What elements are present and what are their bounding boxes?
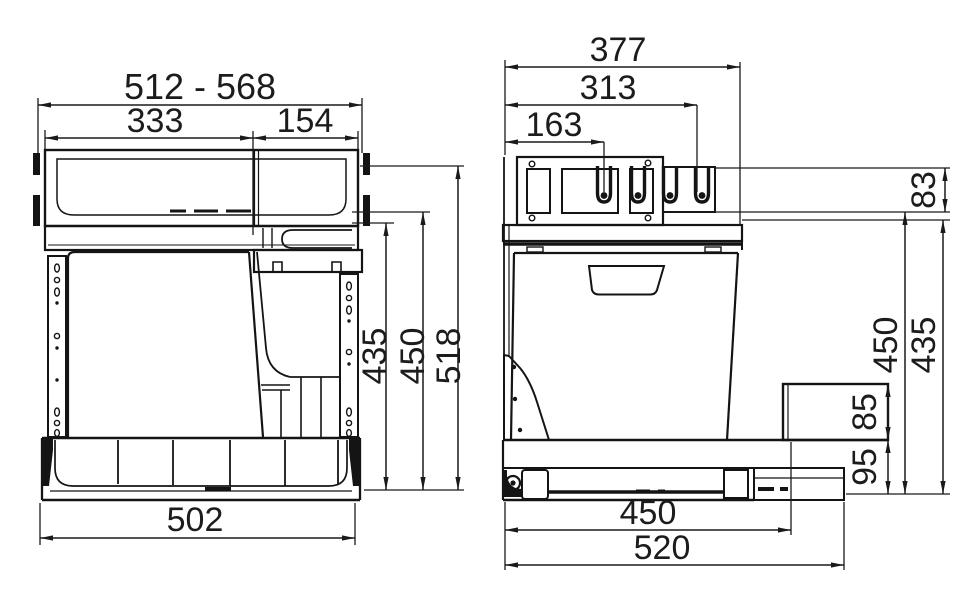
side-structure (501, 155, 890, 502)
dim-label-width-right: 154 (277, 102, 334, 140)
base-tray-latch-mark (205, 487, 231, 492)
side-view: 377 313 163 83 450 435 85 95 450 520 (501, 31, 950, 570)
base-corner-bracket-right (349, 438, 360, 486)
bracket-screw-hole (528, 214, 536, 222)
dim-label-side-height-mid: 450 (867, 317, 905, 374)
bracket-keyhole-slots (595, 166, 711, 204)
dim-label-top-offset: 83 (905, 171, 943, 209)
side-bin (509, 251, 740, 441)
dim-label-step-height: 85 (846, 393, 884, 431)
dim-label-depth-front: 163 (526, 106, 583, 144)
bracket-screw-hole (644, 214, 652, 222)
bracket-screw-hole (644, 159, 652, 167)
runner-rear-hook (503, 470, 522, 497)
dim-label-runner-depth: 450 (620, 494, 677, 532)
front-small-bin (247, 251, 340, 438)
runner-wheel (504, 474, 522, 492)
front-large-bin (66, 250, 249, 437)
dim-label-base-depth: 520 (634, 529, 691, 567)
base-corner-bracket-left (42, 438, 53, 486)
bracket-screw-hole (528, 160, 536, 168)
mount-hook-right-top (363, 153, 370, 175)
front-small-bin-rim (252, 248, 364, 274)
mount-hook-left-top (33, 153, 40, 175)
front-structure (33, 148, 370, 502)
dim-label-depth-total: 377 (590, 31, 647, 69)
dim-label-width-range: 512 - 568 (124, 66, 276, 107)
side-dimensions: 377 313 163 83 450 435 85 95 450 520 (504, 31, 950, 570)
front-rail-band (43, 224, 360, 252)
bin-handle-recess (587, 265, 666, 296)
dim-label-rail-height: 95 (846, 448, 884, 486)
dim-label-base-width: 502 (167, 501, 224, 539)
dim-label-height-bin: 435 (356, 328, 394, 385)
front-view: 512 - 568 333 154 435 450 518 502 (33, 66, 468, 545)
dim-label-width-left: 333 (127, 102, 184, 140)
mount-hook-right-bottom (363, 195, 370, 226)
front-dimensions: 512 - 568 333 154 435 450 518 502 (37, 66, 468, 545)
dim-label-height-total: 518 (430, 328, 468, 385)
dim-label-depth-mid: 313 (580, 69, 637, 107)
side-lid-bracket-plate (515, 155, 716, 227)
side-rear-bracket (503, 353, 551, 441)
mount-hook-left-bottom (33, 195, 40, 226)
front-step-lower (753, 467, 845, 501)
dim-label-height-mid: 450 (394, 328, 432, 385)
dim-label-side-height-bin: 435 (905, 317, 943, 374)
front-base-tray (40, 436, 362, 502)
